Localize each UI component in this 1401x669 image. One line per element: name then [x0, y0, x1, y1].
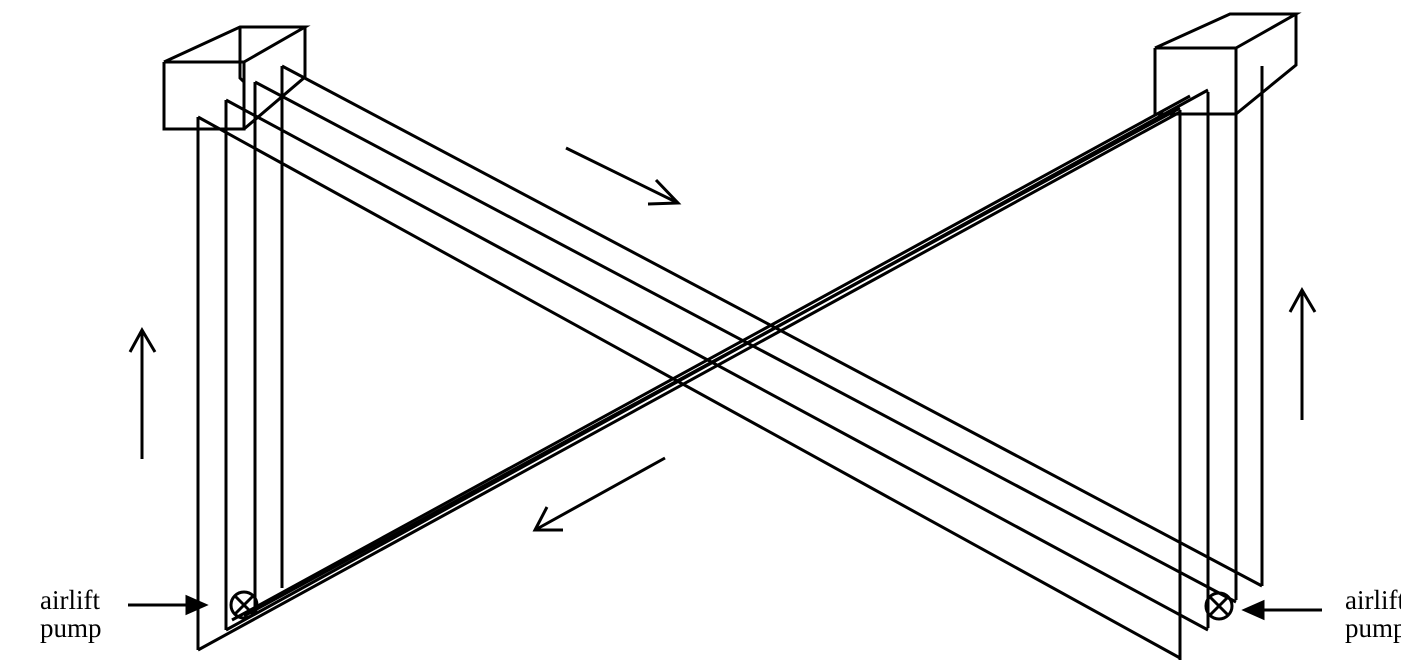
arrow-air-injection-left: [128, 594, 209, 616]
arrow-flow-down-left: [532, 456, 666, 532]
airlift-pump-label-left-line1: airlift: [40, 585, 100, 615]
arrow-flow-down-right: [565, 146, 682, 206]
right-riser: [1178, 66, 1264, 660]
right-pump-symbol: [1204, 591, 1234, 621]
airlift-pump-label-right-line2: pump: [1345, 613, 1401, 643]
airlift-pump-label-left: airlift pump: [40, 586, 102, 642]
airlift-pump-label-left-line2: pump: [40, 613, 102, 643]
right-reservoir-box: [1153, 12, 1302, 116]
airlift-pump-label-right: airlift pump: [1345, 586, 1401, 642]
airlift-pump-label-right-line1: airlift: [1345, 585, 1401, 615]
left-pump-symbol: [229, 590, 259, 620]
arrow-flow-up-left: [128, 326, 157, 459]
left-reservoir-box: [162, 25, 311, 131]
channel-upper-right-to-lower-left: [197, 88, 1209, 652]
left-riser: [196, 66, 284, 650]
arrow-air-injection-right: [1241, 599, 1322, 621]
arrow-flow-up-right: [1288, 286, 1317, 420]
